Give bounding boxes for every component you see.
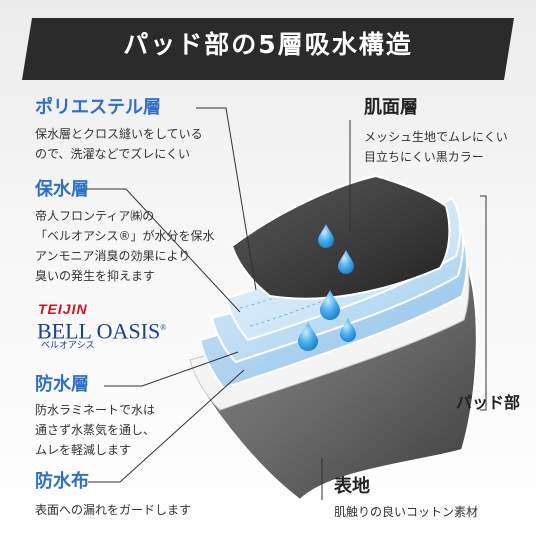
- teijin-logo: TEIJIN: [38, 301, 88, 317]
- water-drop-icon: [340, 318, 356, 342]
- layer-skin: [230, 174, 451, 300]
- pad-bracket: [480, 195, 487, 411]
- polyester-heading: ポリエステル層: [35, 97, 161, 118]
- surface-heading: 表地: [334, 476, 370, 497]
- water-drop-icon: [318, 224, 334, 248]
- leader-waterproof-cloth: [88, 369, 245, 483]
- leader-polyester: [196, 107, 257, 291]
- page-title: パッド部の5層吸水構造: [123, 30, 413, 59]
- retention-heading: 保水層: [35, 179, 89, 200]
- bell-oasis-kana: ベルオアシス: [41, 341, 95, 351]
- waterproof-description: 防水ラミネートで水は 通さず水蒸気を通し、 ムレを軽減します: [35, 403, 156, 457]
- bell-oasis-logo: BELL OASIS®: [37, 318, 167, 344]
- waterproof-heading: 防水層: [35, 374, 89, 395]
- waterproof-cloth-heading: 防水布: [35, 471, 89, 492]
- polyester-description: 保水層とクロス縫いをしている ので、洗濯などでズレにくい: [35, 127, 203, 161]
- waterproof-cloth-description: 表面への漏れをガードします: [35, 503, 192, 517]
- pad-label: パッド部: [456, 393, 521, 412]
- skin-description: メッシュ生地でムレにくい 目立ちにくい黒カラー: [364, 130, 508, 164]
- water-drop-icon: [320, 290, 340, 320]
- leader-waterproof: [104, 351, 239, 387]
- leader-retention: [84, 188, 241, 313]
- surface-description: 肌触りの良いコットン素材: [334, 505, 479, 519]
- title-banner: [22, 18, 514, 80]
- retention-description: 帝人フロンティア㈱の 「ベルオアシス®」が水分を保水 アンモニア消臭の効果により…: [35, 209, 215, 283]
- water-drop-icon: [298, 322, 318, 351]
- water-drop-icon: [338, 250, 354, 274]
- skin-heading: 肌面層: [364, 97, 418, 118]
